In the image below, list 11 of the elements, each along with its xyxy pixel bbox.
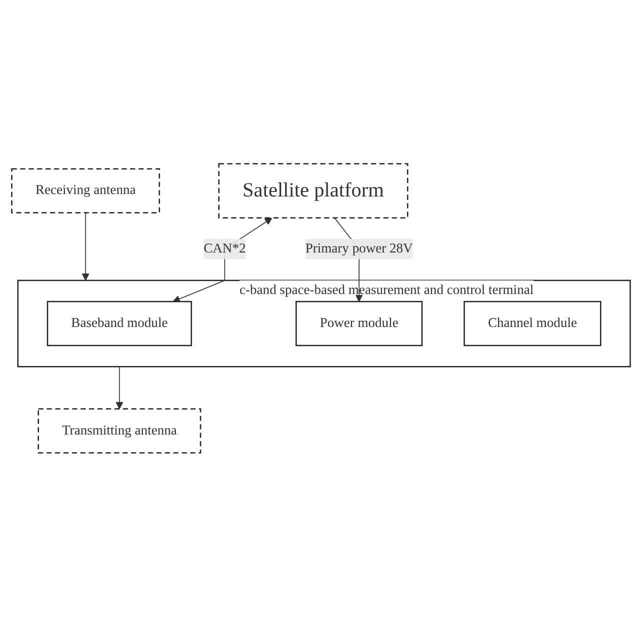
edge-label: Primary power 28V [305, 242, 413, 256]
arrow [172, 218, 272, 303]
node-box: Satellite platform [218, 163, 408, 219]
node-box: Channel module [464, 301, 602, 346]
edge-label: CAN*2 [204, 242, 246, 256]
arrow [82, 212, 90, 281]
node-box: Power module [296, 301, 423, 346]
node-box: Transmitting antenna [38, 408, 202, 454]
node-box: Baseband module [46, 301, 192, 346]
arrow [116, 366, 124, 410]
node-box: Receiving antenna [11, 168, 160, 214]
